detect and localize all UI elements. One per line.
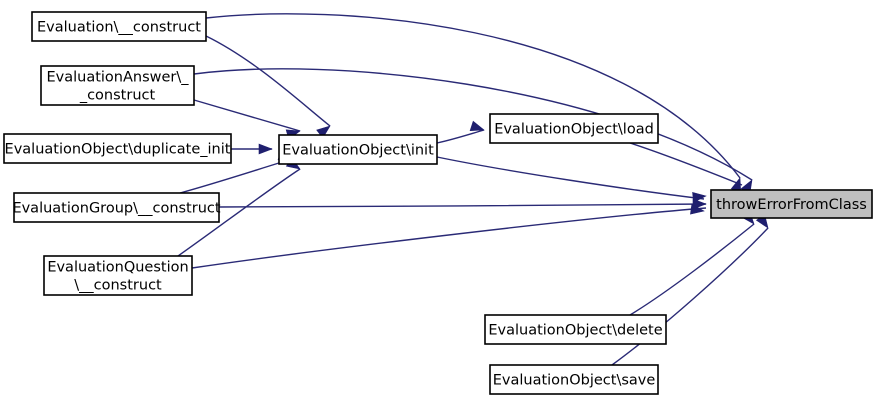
- node-box-evaluationobject_load[interactable]: [489, 113, 659, 144]
- arrowhead-to-throwerrorfromclass: [692, 191, 707, 203]
- node-box-evaluationobject_save[interactable]: [489, 364, 659, 395]
- nodes-layer: Evaluation\__constructEvaluationAnswer\_…: [3, 11, 873, 395]
- arrowhead-to-evaluationobject_load: [469, 120, 485, 132]
- arrowhead-to-evaluationobject_init: [258, 143, 273, 155]
- node-evaluationobject_save[interactable]: EvaluationObject\save: [489, 364, 659, 395]
- node-evaluationgroup_construct[interactable]: EvaluationGroup\__construct: [12, 192, 221, 223]
- edge-evaluationobject_init-to-evaluationobject_load: [436, 129, 485, 144]
- node-label-evaluationanswer_construct-line2: _construct: [79, 88, 156, 104]
- node-evaluationobject_init[interactable]: EvaluationObject\init: [278, 134, 438, 165]
- edge-evaluationobject_load-to-throwerrorfromclass: [629, 142, 743, 186]
- node-box-evaluationobject_init[interactable]: [278, 134, 438, 165]
- node-label-evaluationobject_duplicate_init: EvaluationObject\duplicate_init: [5, 142, 231, 158]
- edge-evaluationgroup_construct-to-evaluationobject_init: [179, 158, 293, 194]
- arrowhead-to-evaluationobject_init: [316, 125, 331, 139]
- node-evaluationanswer_construct[interactable]: EvaluationAnswer\_ _construct: [40, 65, 195, 106]
- edge-evaluationgroup_construct-to-throwerrorfromclass: [218, 203, 707, 208]
- edge-evaluation_construct-to-throwerrorfromclass: [205, 13, 741, 179]
- node-box-evaluation_construct[interactable]: [31, 11, 207, 42]
- node-label-evaluation_construct: Evaluation\__construct: [37, 20, 201, 36]
- edge-evaluation_construct-to-evaluationobject_init: [205, 35, 331, 127]
- node-box-evaluationobject_duplicate_init[interactable]: [3, 133, 232, 164]
- arrowhead-to-throwerrorfromclass: [690, 203, 705, 215]
- node-label-evaluationobject_load: EvaluationObject\load: [494, 122, 654, 138]
- edge-evaluationobject_save-to-throwerrorfromclass: [611, 227, 769, 366]
- node-evaluationquestion_construct[interactable]: EvaluationQuestion \__construct: [43, 255, 193, 296]
- node-label-evaluationquestion_construct-line1: EvaluationQuestion: [47, 260, 188, 276]
- node-throwerrorfromclass[interactable]: throwErrorFromClass: [710, 189, 873, 219]
- node-label-evaluationgroup_construct: EvaluationGroup\__construct: [12, 201, 220, 217]
- node-evaluation_construct[interactable]: Evaluation\__construct: [31, 11, 207, 42]
- edge-evaluationquestion_construct-to-throwerrorfromclass: [191, 207, 707, 269]
- edge-evaluationanswer_construct-to-evaluationobject_init: [193, 99, 301, 132]
- node-box-throwerrorfromclass[interactable]: [710, 189, 873, 219]
- node-label-throwerrorfromclass: throwErrorFromClass: [716, 197, 867, 213]
- node-box-evaluationobject_delete[interactable]: [484, 314, 667, 345]
- edges-layer: [177, 13, 769, 366]
- node-label-evaluationanswer_construct-line1: EvaluationAnswer\_: [46, 70, 189, 86]
- node-box-evaluationquestion_construct[interactable]: [43, 255, 193, 296]
- edge-evaluationobject_init-to-throwerrorfromclass: [436, 156, 705, 200]
- node-label-evaluationobject_init: EvaluationObject\init: [282, 143, 434, 159]
- node-evaluationobject_load[interactable]: EvaluationObject\load: [489, 113, 659, 144]
- node-box-evaluationanswer_construct[interactable]: [40, 65, 195, 106]
- node-label-evaluationobject_delete: EvaluationObject\delete: [488, 323, 662, 339]
- edge-evaluationanswer_construct-to-throwerrorfromclass: [193, 68, 753, 181]
- node-label-evaluationquestion_construct-line2: \__construct: [74, 278, 162, 294]
- node-label-evaluationobject_save: EvaluationObject\save: [493, 373, 656, 389]
- edge-evaluationquestion_construct-to-evaluationobject_init: [177, 168, 301, 257]
- edge-evaluationobject_delete-to-throwerrorfromclass: [629, 223, 755, 316]
- node-evaluationobject_delete[interactable]: EvaluationObject\delete: [484, 314, 667, 345]
- node-box-evaluationgroup_construct[interactable]: [13, 192, 220, 223]
- node-evaluationobject_duplicate_init[interactable]: EvaluationObject\duplicate_init: [3, 133, 232, 164]
